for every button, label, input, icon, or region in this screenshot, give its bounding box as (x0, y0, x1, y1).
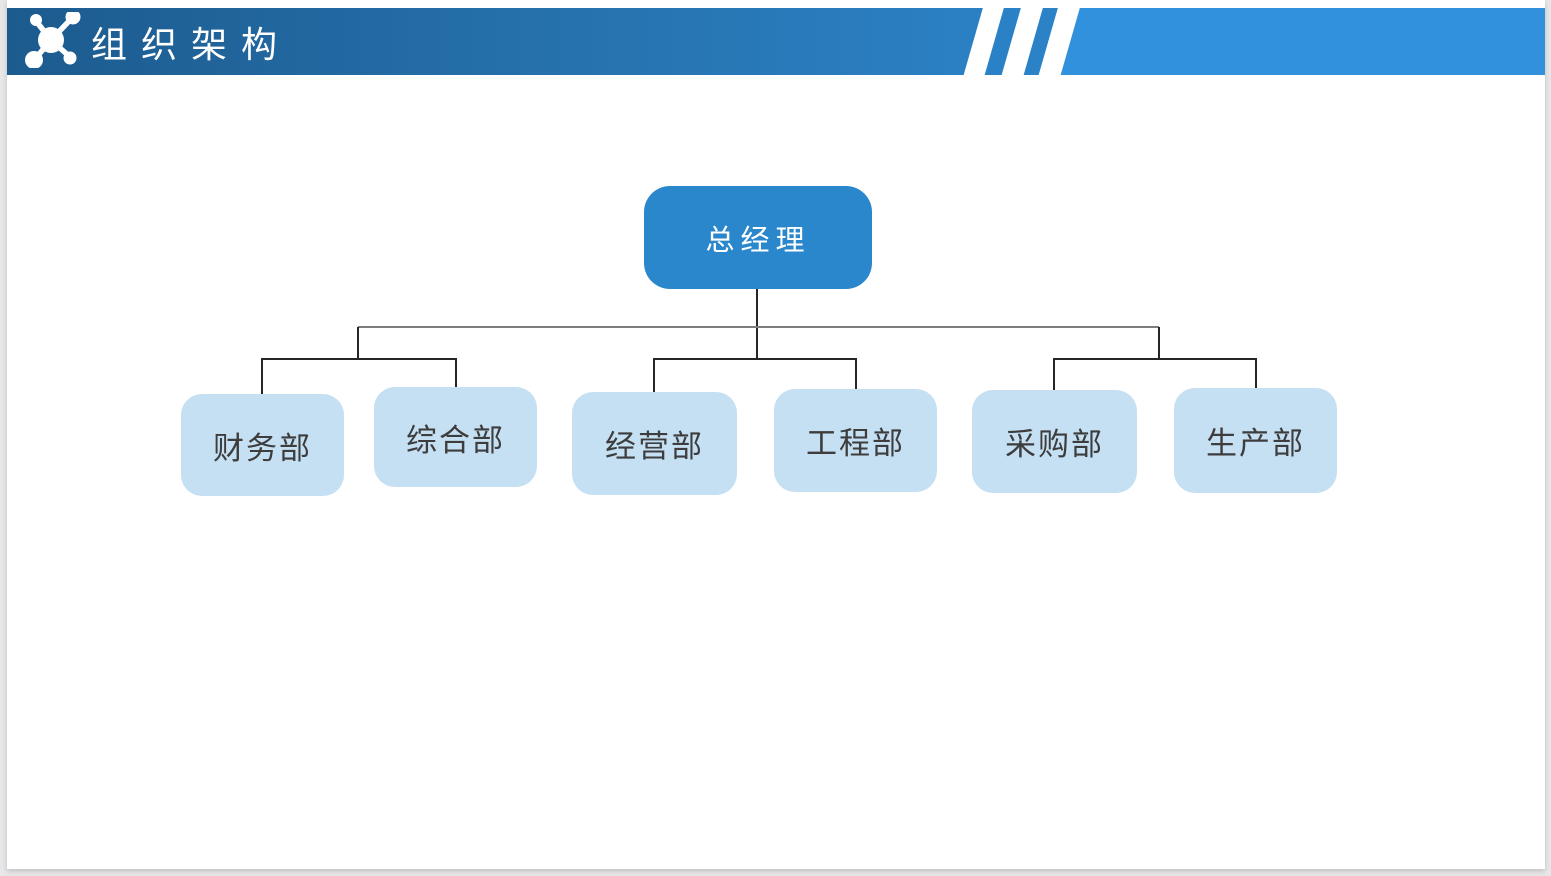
org-node-department: 采购部 (972, 390, 1137, 493)
connector-bracket (1053, 358, 1257, 360)
org-node-department: 财务部 (181, 394, 344, 496)
org-node-root: 总经理 (644, 186, 872, 289)
org-node-department: 生产部 (1174, 388, 1337, 493)
connector-drop (1053, 358, 1055, 392)
connector-right-group-drop (1158, 327, 1160, 360)
org-node-department: 经营部 (572, 392, 737, 495)
connector-top-rail (358, 326, 1159, 328)
connector-drop (855, 358, 857, 391)
org-node-department: 综合部 (374, 387, 537, 487)
connector-drop (1255, 358, 1257, 390)
connector-drop (261, 358, 263, 396)
slide-canvas: 组织架构 总经理 财务部 综合部 经营部 工程部 采购部 生产部 (7, 0, 1545, 869)
connector-left-group-drop (357, 327, 359, 360)
connector-root-drop (756, 289, 758, 360)
network-nodes-icon (25, 12, 81, 68)
connector-drop (455, 358, 457, 389)
slide-header: 组织架构 (7, 8, 1545, 75)
org-chart: 总经理 财务部 综合部 经营部 工程部 采购部 生产部 (7, 0, 1545, 869)
page-title: 组织架构 (91, 23, 292, 65)
org-node-department: 工程部 (774, 389, 937, 492)
connector-drop (653, 358, 655, 394)
connector-bracket (653, 358, 857, 360)
connector-bracket (261, 358, 457, 360)
